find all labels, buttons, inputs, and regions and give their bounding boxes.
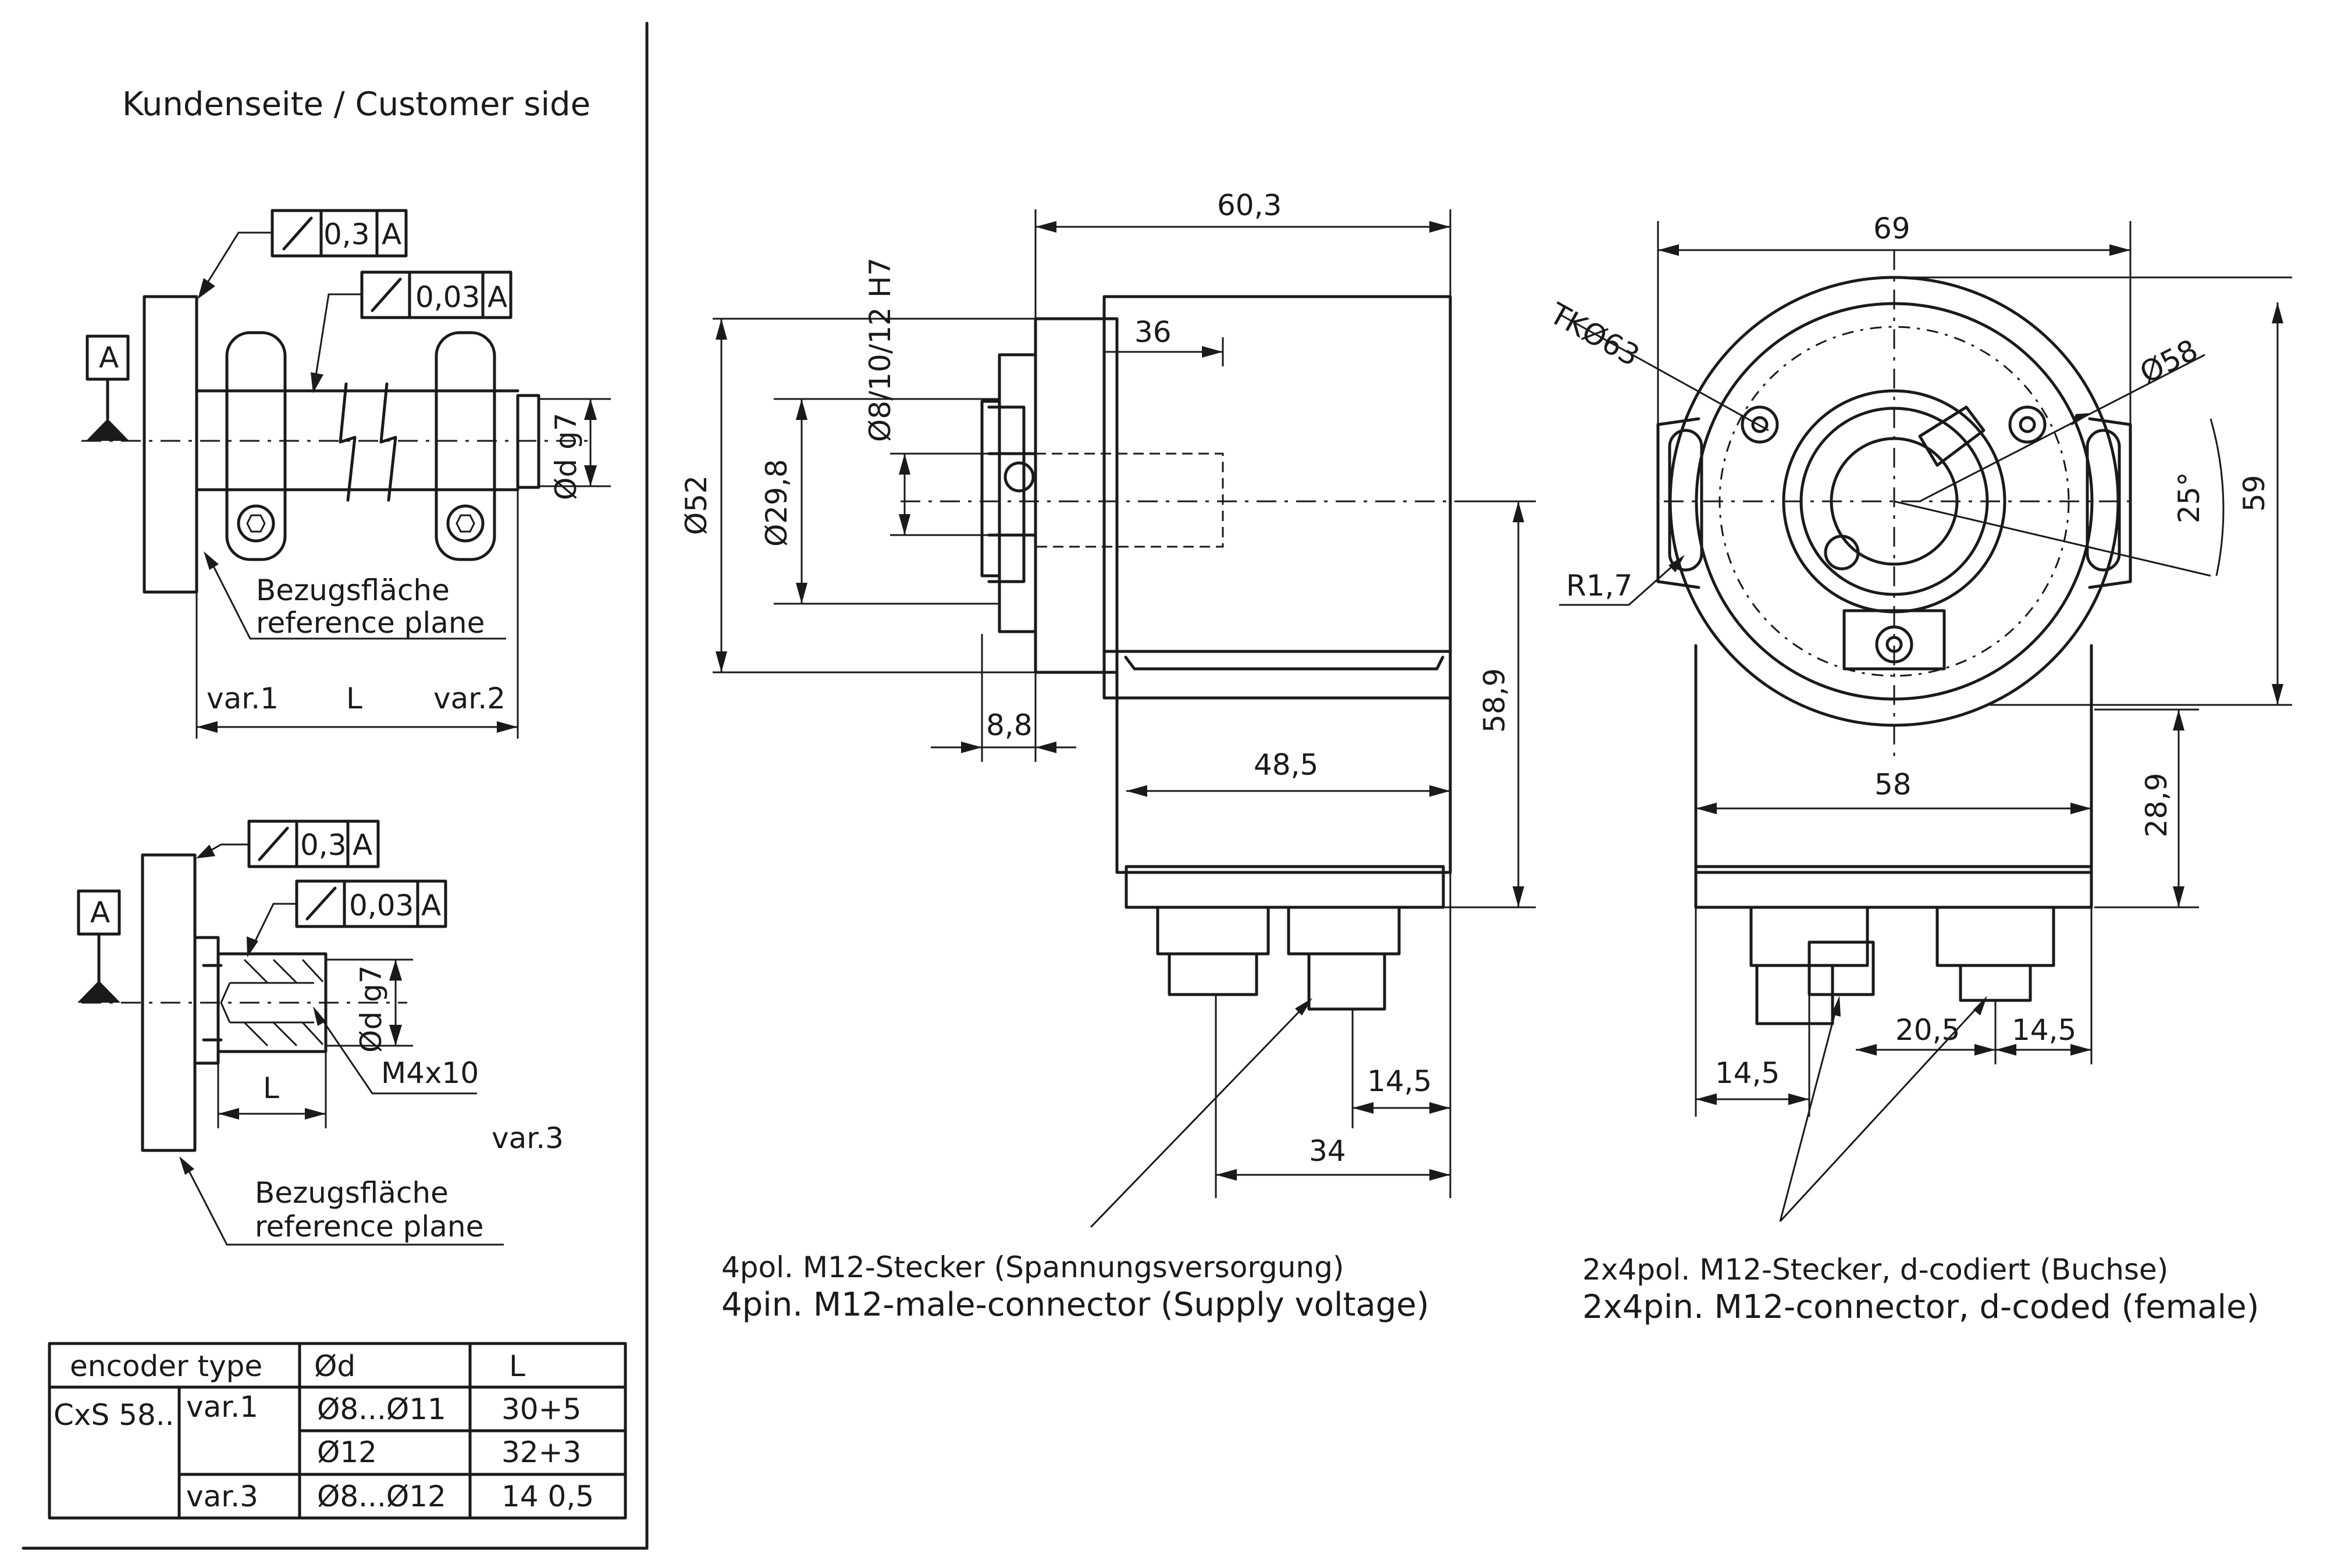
var3-label: var.3 <box>492 1121 564 1155</box>
table-header-d: Ød <box>314 1349 355 1383</box>
flange <box>1034 317 1106 674</box>
supply-connector-en: 4pin. M12-male-connector (Supply voltage… <box>721 1286 1429 1324</box>
customer-side-title: Kundenseite / Customer side <box>122 85 590 123</box>
dim-front-width: 69 <box>1873 212 1910 245</box>
ref-plane-de-bottom: Bezugsfläche <box>255 1176 449 1210</box>
dim-base-width: 58 <box>1874 768 1912 801</box>
dim-flange-offset: 8,8 <box>986 708 1033 742</box>
encoder-front-view: 69 59 28,9 58 Ø58 TKØ63 25° R1,7 <box>1543 212 2292 1223</box>
data-connector-right <box>1935 906 2055 967</box>
tol-value-large: 0,3 <box>323 218 370 251</box>
table-row-1-variant: var.1 <box>186 1390 258 1424</box>
shaft-dim-bottom: Ød g7 <box>354 965 388 1053</box>
dim-hub-dia: Ø29,8 <box>760 459 794 547</box>
table-row-1-d: Ø8...Ø11 <box>317 1392 446 1426</box>
data-connector-en: 2x4pin. M12-connector, d-coded (female) <box>1582 1288 2259 1326</box>
dim-radius: R1,7 <box>1566 569 1632 603</box>
screw-bottom <box>1875 625 1913 664</box>
tol-var3-small-datum: A <box>421 889 441 922</box>
screw-top-right <box>2008 405 2047 444</box>
shaft-dim-top: Ød g7 <box>549 412 583 500</box>
shaft-view-var3: A Ød g7 0,3 A 0,03 A M4x10 <box>77 819 564 1246</box>
var2-label: var.2 <box>433 682 506 715</box>
dim-front-height: 59 <box>2237 475 2271 512</box>
variant-table: encoder type Ød L CxS 58.. var.1 Ø8...Ø1… <box>48 1342 627 1520</box>
table-type: CxS 58.. <box>54 1398 175 1432</box>
dim-housing-dia: Ø58 <box>2134 333 2203 390</box>
dim-connector-span: 34 <box>1309 1134 1346 1168</box>
thread-label: M4x10 <box>381 1056 479 1090</box>
mounting-ear-right <box>2088 417 2132 589</box>
dim-bore: Ø8/10/12 H7 <box>863 258 897 442</box>
shaft-view-var1: A Ød g7 0,3 A 0,03 <box>81 209 611 739</box>
datum-label-bottom: A <box>90 896 110 929</box>
tol-datum-large: A <box>382 218 401 251</box>
dim-base-height: 28,9 <box>2140 773 2173 838</box>
data-connector-de: 2x4pol. M12-Stecker, d-codiert (Buchse) <box>1582 1253 2168 1287</box>
dim-angle: 25° <box>2172 472 2206 523</box>
ref-plane-en-top: reference plane <box>256 606 485 640</box>
supply-connector-de: 4pol. M12-Stecker (Spannungsversorgung) <box>721 1250 1344 1284</box>
var1-label: var.1 <box>207 682 279 715</box>
dim-conn-pitch: 20,5 <box>1895 1013 1960 1047</box>
length-label-bottom: L <box>263 1071 279 1105</box>
dim-bolt-circle: TKØ63 <box>1543 296 1645 373</box>
supply-connector-left <box>1156 906 1270 956</box>
datum-label-top: A <box>99 341 119 375</box>
housing-body <box>1102 295 1452 700</box>
table-header-type: encoder type <box>70 1349 262 1383</box>
dim-total-length: 60,3 <box>1217 188 1282 222</box>
table-row-3-d: Ø8...Ø12 <box>317 1480 446 1513</box>
supply-connector-right <box>1287 906 1401 956</box>
tol-var3-large: 0,3 <box>300 828 347 862</box>
length-label-top: L <box>346 682 362 715</box>
tol-var3-small: 0,03 <box>349 889 414 922</box>
tol-value-small: 0,03 <box>415 280 480 314</box>
clamp-collar-right <box>435 331 496 561</box>
table-row-2-L: 32+3 <box>501 1435 581 1469</box>
ref-plane-de-top: Bezugsfläche <box>256 573 450 607</box>
encoder-side-view: 60,3 36 Ø52 Ø29,8 Ø8/10/12 H7 8,8 4 <box>679 188 1536 1228</box>
ref-plane-en-bottom: reference plane <box>255 1210 483 1243</box>
table-row-2-d: Ø12 <box>317 1435 377 1469</box>
dim-height: 58,9 <box>1478 668 1511 733</box>
screw-top-left <box>1741 405 1779 444</box>
table-header-L: L <box>509 1349 525 1383</box>
mounting-ear-left <box>1656 417 1700 589</box>
tol-datum-small: A <box>488 280 507 314</box>
dim-body-length: 36 <box>1134 315 1172 349</box>
clamp-collar-left <box>225 331 287 561</box>
dim-conn-right: 14,5 <box>2012 1013 2076 1047</box>
table-row-3-L: 14 0,5 <box>501 1480 594 1513</box>
table-row-3-variant: var.3 <box>186 1480 258 1513</box>
table-row-1-L: 30+5 <box>501 1392 581 1426</box>
tol-var3-large-datum: A <box>353 828 372 862</box>
dim-connector-offset: 14,5 <box>1367 1064 1432 1098</box>
dim-housing-width: 48,5 <box>1254 748 1318 782</box>
dim-flange-dia: Ø52 <box>679 475 713 535</box>
dim-conn-left: 14,5 <box>1715 1056 1780 1090</box>
